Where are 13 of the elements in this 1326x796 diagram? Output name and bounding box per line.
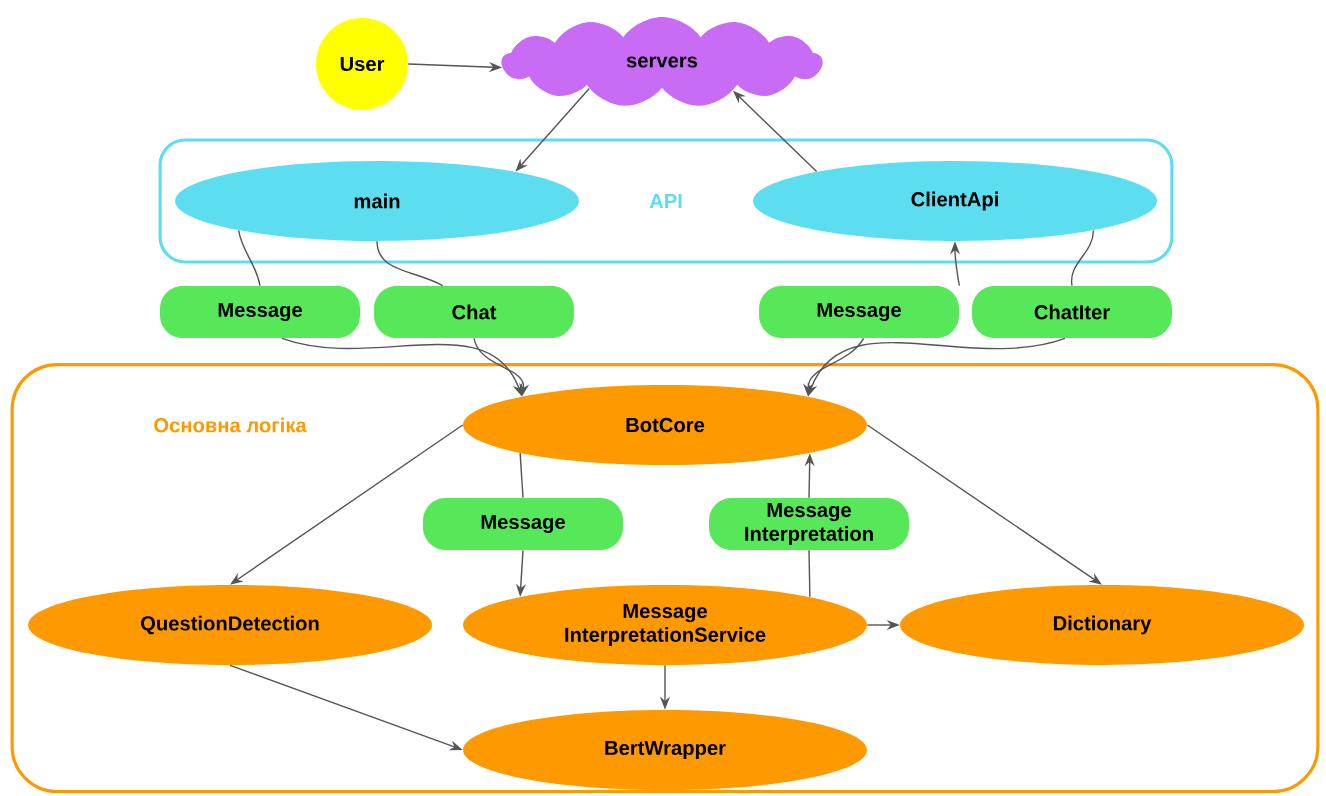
connector — [1070, 229, 1095, 287]
message-pill: Message Interpretation — [709, 498, 909, 550]
connector — [808, 549, 811, 598]
arrow — [866, 424, 1102, 585]
message-pill: Chat — [374, 286, 574, 338]
message-pill: ChatIter — [972, 286, 1172, 338]
message-pill: Message — [160, 286, 360, 338]
message-pill: Message — [423, 498, 623, 550]
connector — [376, 240, 444, 287]
arrow — [230, 424, 464, 585]
connector — [519, 452, 524, 499]
connector — [237, 229, 261, 287]
message-pill: Message — [759, 286, 959, 338]
